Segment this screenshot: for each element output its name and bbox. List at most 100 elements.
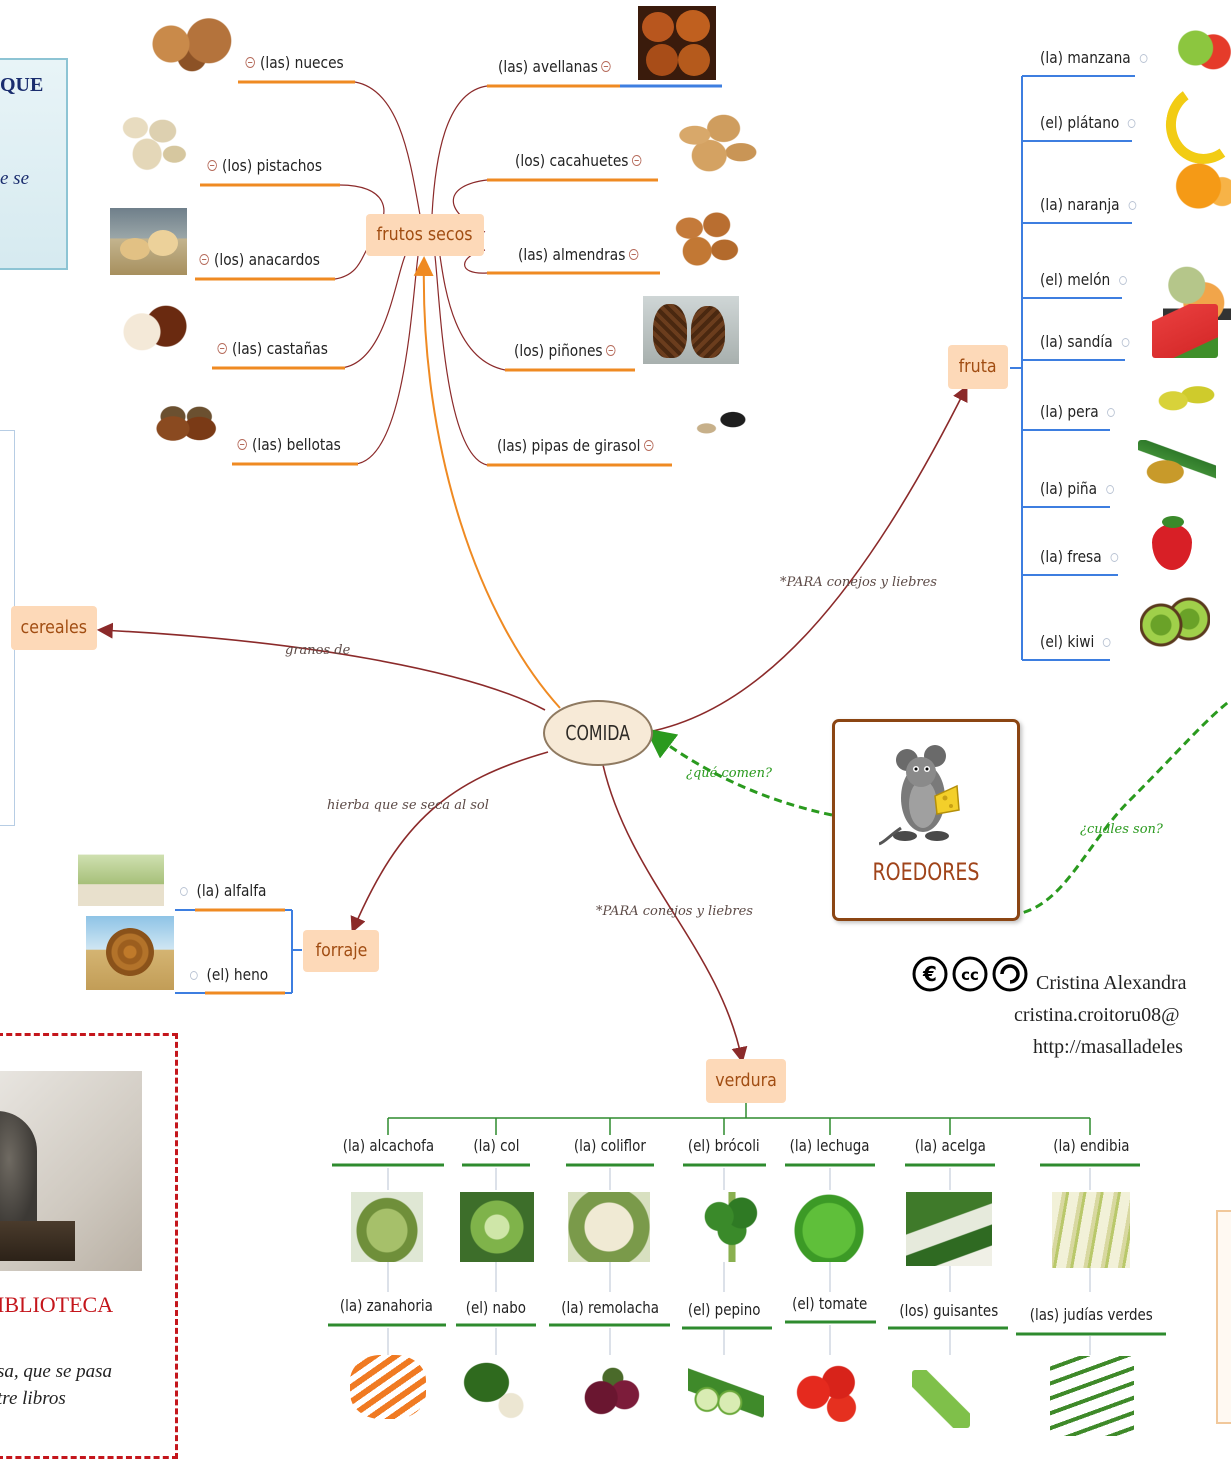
link-label-granos: granos de <box>285 643 351 658</box>
roedores-title: ROEDORES <box>872 858 980 886</box>
almendras-image <box>666 205 744 271</box>
left-info-title: QUE <box>0 74 44 96</box>
library-image <box>0 1071 142 1271</box>
pina-image <box>1138 440 1216 498</box>
mouse-icon <box>879 745 960 846</box>
library-box: IBLIOTECA sa, que se pasa tre libros <box>0 1033 178 1459</box>
col-image <box>460 1192 534 1262</box>
link-label-hierba: hierba que se seca al sol <box>327 798 489 813</box>
link-label-para-fruta: *PARA conejos y liebres <box>780 575 937 590</box>
svg-text:€: € <box>922 962 937 986</box>
item-pistachos[interactable]: (los) pistachos <box>204 156 322 176</box>
item-almendras[interactable]: (las) almendras <box>518 245 643 265</box>
svg-text:cc: cc <box>961 966 979 984</box>
platano-image <box>1159 78 1231 170</box>
remolacha-image <box>570 1364 648 1420</box>
bellotas-image <box>145 390 225 460</box>
left-info-text: e se <box>0 168 30 189</box>
sandia-image <box>1152 304 1218 358</box>
central-topic-comida[interactable]: COMIDA <box>543 700 653 766</box>
topic-forraje[interactable]: forraje <box>303 930 379 972</box>
pipas-image <box>690 402 756 446</box>
item-guisantes[interactable]: (los) guisantes <box>899 1301 999 1320</box>
link-label-para-verdura: *PARA conejos y liebres <box>596 904 753 919</box>
pistachos-image <box>112 108 190 174</box>
item-naranja[interactable]: (la) naranja <box>1040 195 1137 215</box>
coliflor-image <box>568 1192 650 1262</box>
item-col[interactable]: (la) col <box>472 1136 520 1155</box>
guisantes-image <box>912 1370 970 1428</box>
item-platano[interactable]: (el) plátano <box>1040 113 1136 133</box>
item-pina[interactable]: (la) piña <box>1040 479 1114 499</box>
library-title: IBLIOTECA <box>0 1292 114 1317</box>
item-endibia[interactable]: (la) endibia <box>1052 1136 1130 1155</box>
library-line-1: sa, que se pasa <box>0 1361 113 1382</box>
nueces-image <box>150 12 234 76</box>
tomate-image <box>790 1356 868 1422</box>
naranja-image <box>1172 158 1231 214</box>
credit-email[interactable]: cristina.croitoru08@ <box>1014 1004 1180 1026</box>
item-alcachofa[interactable]: (la) alcachofa <box>342 1136 434 1155</box>
item-avellanas[interactable]: (las) avellanas <box>498 57 616 77</box>
alcachofa-image <box>351 1192 423 1262</box>
castanas-image <box>118 301 198 357</box>
item-bellotas[interactable]: (las) bellotas <box>234 435 341 455</box>
pepino-image <box>688 1356 764 1418</box>
item-tomate[interactable]: (el) tomate <box>792 1294 868 1313</box>
item-coliflor[interactable]: (la) coliflor <box>573 1136 647 1155</box>
kiwi-image <box>1140 592 1210 652</box>
cc-license-icon: € cc <box>912 956 1030 992</box>
item-castanas[interactable]: (las) castañas <box>214 339 328 359</box>
item-melon[interactable]: (el) melón <box>1040 270 1127 290</box>
item-nueces[interactable]: (las) nueces <box>242 53 344 73</box>
manzana-image <box>1172 24 1231 72</box>
credit-url[interactable]: http://masalladeles <box>1033 1036 1183 1058</box>
link-label-que-comen: ¿qué comen? <box>686 766 772 781</box>
item-cacahuetes[interactable]: (los) cacahuetes <box>515 151 647 171</box>
brocoli-image <box>700 1192 764 1262</box>
left-info-box: QUE e se <box>0 58 68 270</box>
item-brocoli[interactable]: (el) brócoli <box>688 1136 760 1155</box>
zanahoria-image <box>350 1355 426 1419</box>
pera-image <box>1138 366 1226 426</box>
item-acelga[interactable]: (la) acelga <box>914 1136 986 1155</box>
topic-verdura[interactable]: verdura <box>706 1059 786 1103</box>
item-nabo[interactable]: (el) nabo <box>465 1298 527 1317</box>
item-judias[interactable]: (las) judías verdes <box>1029 1305 1153 1324</box>
endibia-image <box>1052 1192 1130 1268</box>
item-alfalfa[interactable]: (la) alfalfa <box>180 881 266 901</box>
fresa-image <box>1146 512 1202 574</box>
heno-image <box>86 916 174 990</box>
topic-fruta[interactable]: fruta <box>948 345 1008 389</box>
item-remolacha[interactable]: (la) remolacha <box>561 1298 659 1317</box>
judias-image <box>1050 1356 1134 1436</box>
item-manzana[interactable]: (la) manzana <box>1040 48 1148 68</box>
acelga-image <box>906 1192 992 1266</box>
credit-name: Cristina Alexandra <box>1036 972 1187 994</box>
item-zanahoria[interactable]: (la) zanahoria <box>339 1296 433 1315</box>
item-pepino[interactable]: (el) pepino <box>687 1300 761 1319</box>
anacardos-image <box>110 208 187 275</box>
topic-frutos-secos[interactable]: frutos secos <box>366 214 484 256</box>
item-anacardos[interactable]: (los) anacardos <box>196 250 320 270</box>
avellanas-image <box>638 6 716 80</box>
pinones-image <box>643 296 739 364</box>
item-lechuga[interactable]: (la) lechuga <box>790 1136 870 1155</box>
item-sandia[interactable]: (la) sandía <box>1040 332 1130 352</box>
item-fresa[interactable]: (la) fresa <box>1040 547 1119 567</box>
item-pipas[interactable]: (las) pipas de girasol <box>497 436 658 456</box>
item-kiwi[interactable]: (el) kiwi <box>1040 632 1111 652</box>
library-line-2: tre libros <box>0 1388 66 1409</box>
topic-cereales[interactable]: cereales <box>11 606 97 650</box>
link-label-cuales-son: ¿cuáles son? <box>1080 822 1163 837</box>
right-info-box <box>1216 1210 1231 1424</box>
item-heno[interactable]: (el) heno <box>190 965 268 985</box>
item-pinones[interactable]: (los) piñones <box>514 341 621 361</box>
nabo-image <box>462 1356 532 1422</box>
roedores-card[interactable]: ROEDORES <box>832 719 1020 921</box>
alfalfa-image <box>78 832 164 906</box>
lechuga-image <box>792 1192 866 1262</box>
item-pera[interactable]: (la) pera <box>1040 402 1116 422</box>
cacahuetes-image <box>666 108 762 176</box>
